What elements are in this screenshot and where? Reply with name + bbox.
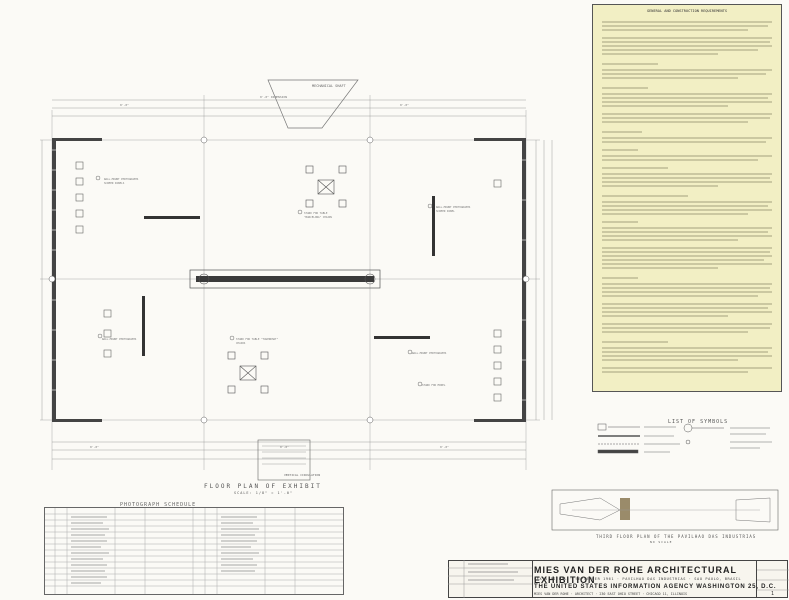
column-markers: [48, 136, 530, 424]
dimension-lines: [41, 99, 553, 460]
svg-text:0'-0": 0'-0": [90, 445, 99, 449]
svg-text:STAND FOR TABLE: STAND FOR TABLE: [304, 211, 328, 215]
svg-text:0'-0": 0'-0": [120, 103, 129, 107]
floor-plan-caption: FLOOR PLAN OF EXHIBIT: [204, 483, 322, 490]
symbols-graphics: [597, 423, 724, 454]
exhibit-location-marker: [620, 498, 630, 520]
wall-hatch: [52, 149, 526, 401]
mechanical-shaft-outline: [267, 79, 359, 129]
svg-text:STAND FOR MODEL: STAND FOR MODEL: [422, 383, 446, 387]
photograph-schedule-table: [44, 507, 344, 595]
schedule-title: PHOTOGRAPH SCHEDULE: [120, 502, 197, 508]
column-grid-lines: [40, 95, 540, 470]
svg-text:0'-0": 0'-0": [440, 445, 449, 449]
exhibition-title: MIES VAN DER ROHE ARCHITECTURAL EXHIBITI…: [534, 565, 737, 585]
title-block: [448, 560, 788, 598]
general-notes-panel: GENERAL AND CONSTRUCTION REQUIREMENTS: [592, 4, 782, 392]
callouts: [95, 175, 433, 387]
svg-text:0'-0" DIMENSION: 0'-0" DIMENSION: [260, 95, 287, 99]
floor-plan-scale: SCALE: 1/8" = 1'-0": [234, 491, 294, 495]
third-floor-caption: THIRD FLOOR PLAN OF THE PAVILHAO DAS IND…: [596, 534, 757, 539]
vertical-circulation-label: VERTICAL CIRCULATION: [284, 473, 320, 477]
sheet-number: 1: [771, 591, 775, 597]
dimension-text: 0'-0" DIMENSION 0'-0" 0'-0" 0'-0" 0'-0" …: [90, 95, 449, 449]
exhibit-stands: [75, 161, 502, 402]
mechanical-shaft-label: MECHANICAL SHAFT: [312, 84, 347, 88]
svg-text:WALL-MOUNT PHOTOGRAPHS: WALL-MOUNT PHOTOGRAPHS: [104, 177, 139, 181]
vertical-circulation-box: [257, 439, 311, 481]
interior-partitions: [142, 196, 435, 356]
stair-lines: [262, 445, 306, 465]
svg-text:0'-0": 0'-0": [280, 445, 289, 449]
symbols-title: LIST OF SYMBOLS: [668, 419, 729, 425]
svg-text:CHAIRS: CHAIRS: [236, 341, 246, 345]
agency-name: THE UNITED STATES INFORMATION AGENCY WAS…: [534, 584, 777, 590]
third-floor-plan: [551, 489, 779, 531]
sheet-number-block: 1: [756, 560, 789, 598]
central-columns: [198, 273, 376, 285]
callout-text: WALL-MOUNT PHOTOGRAPHS SCREEN PANELS STA…: [102, 177, 471, 387]
svg-text:0'-0": 0'-0": [400, 103, 409, 107]
svg-text:STAND FOR TABLE "TUGENDHAT": STAND FOR TABLE "TUGENDHAT": [236, 337, 279, 341]
notes-title: GENERAL AND CONSTRUCTION REQUIREMENTS: [646, 9, 728, 13]
revision-block: [448, 560, 533, 598]
svg-text:WALL-MOUNT PHOTOGRAPHS: WALL-MOUNT PHOTOGRAPHS: [102, 337, 137, 341]
svg-text:WALL-MOUNT PHOTOGRAPHS: WALL-MOUNT PHOTOGRAPHS: [436, 205, 471, 209]
central-partition-fill: [196, 276, 374, 282]
chair-group-top: [305, 165, 347, 208]
svg-text:SCREEN PANEL: SCREEN PANEL: [436, 209, 455, 213]
central-partition: [189, 269, 381, 289]
symbols-legend-text: [644, 426, 772, 453]
svg-text:WALL-MOUNT PHOTOGRAPHS: WALL-MOUNT PHOTOGRAPHS: [412, 351, 447, 355]
chair-group-bottom: [227, 351, 269, 394]
third-floor-scale: NO SCALE: [650, 540, 673, 544]
svg-text:SCREEN PANELS: SCREEN PANELS: [104, 181, 125, 185]
architect-address: MIES VAN DER ROHE · ARCHITECT · 230 EAST…: [534, 592, 688, 596]
svg-text:"BARCELONA" CHAIRS: "BARCELONA" CHAIRS: [304, 215, 333, 219]
notes-text-block: [602, 21, 772, 373]
exhibition-subtitle: SEXTA BIENAL · SEPTEMBER 1961 · PAVILHAO…: [534, 577, 742, 581]
